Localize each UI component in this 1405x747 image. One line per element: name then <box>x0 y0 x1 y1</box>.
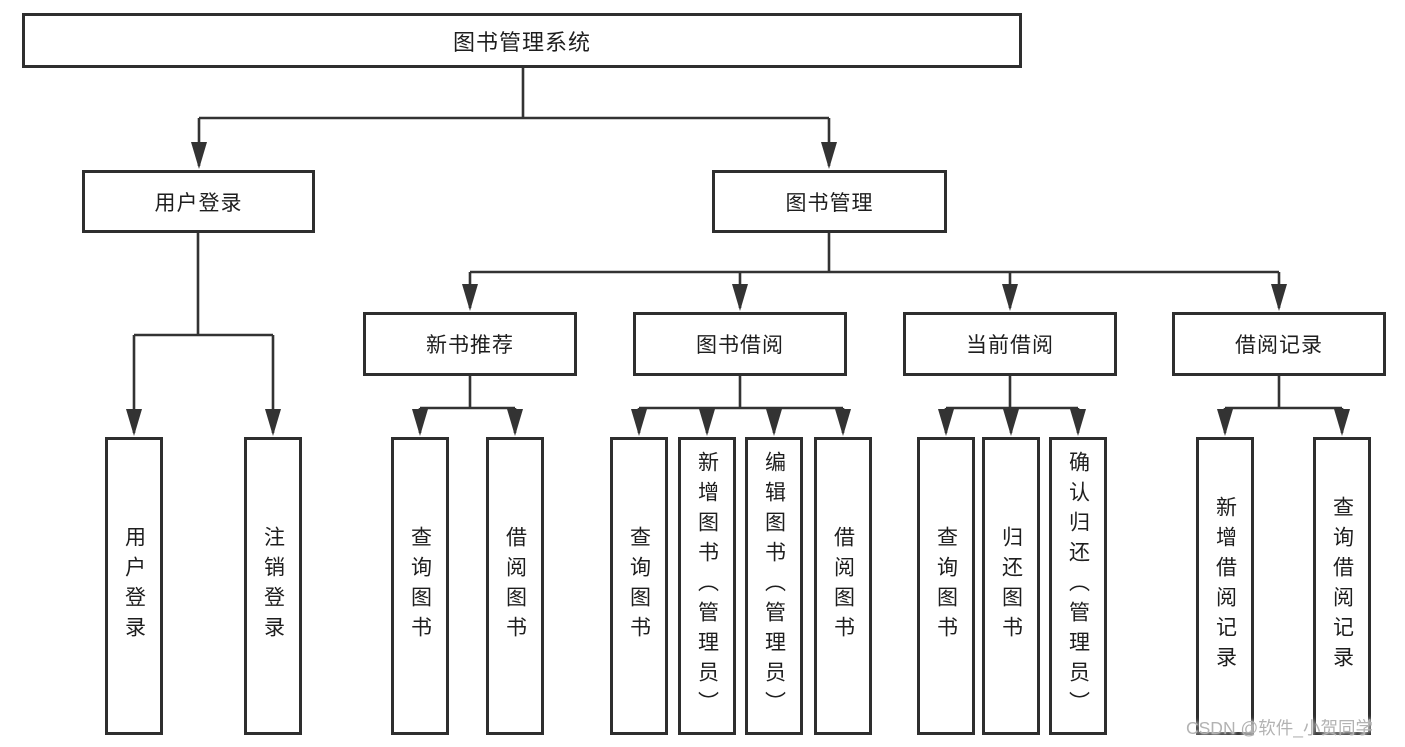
arrowhead <box>265 409 281 436</box>
leaf-logout: 注销登录 <box>244 437 302 735</box>
connector-book-borrowing-branch <box>637 376 845 433</box>
arrowhead <box>699 409 715 436</box>
leaf-query-borrow-record-label: 查询借阅记录 <box>1330 496 1354 676</box>
leaf-user-login: 用户登录 <box>105 437 163 735</box>
leaf-add-books-admin: 新增图书（管理员） <box>678 437 736 735</box>
node-borrowing-records: 借阅记录 <box>1172 312 1386 376</box>
connector-borrowing-records-branch <box>1223 376 1344 433</box>
leaf-return-books: 归还图书 <box>982 437 1040 735</box>
leaf-add-borrow-record-label: 新增借阅记录 <box>1213 496 1237 676</box>
arrowheads <box>126 142 1350 436</box>
leaf-query-books-current: 查询图书 <box>917 437 975 735</box>
arrowhead <box>191 142 207 169</box>
node-book-borrowing: 图书借阅 <box>633 312 847 376</box>
leaf-borrow-books-recommend-label: 借阅图书 <box>503 526 527 646</box>
leaf-user-login-label: 用户登录 <box>122 526 146 646</box>
leaf-query-books-recommend: 查询图书 <box>391 437 449 735</box>
node-user-login: 用户登录 <box>82 170 315 233</box>
arrowhead <box>821 142 837 169</box>
arrowhead <box>1217 409 1233 436</box>
leaf-add-borrow-record: 新增借阅记录 <box>1196 437 1254 735</box>
arrowhead <box>1334 409 1350 436</box>
arrowhead <box>732 284 748 311</box>
leaf-edit-books-admin-label: 编辑图书（管理员） <box>762 451 786 721</box>
node-book-borrowing-label: 图书借阅 <box>696 334 784 357</box>
arrowhead <box>631 409 647 436</box>
leaf-query-books-current-label: 查询图书 <box>934 526 958 646</box>
node-new-book-recommend-label: 新书推荐 <box>426 334 514 357</box>
leaf-confirm-return-admin: 确认归还（管理员） <box>1049 437 1107 735</box>
node-borrowing-records-label: 借阅记录 <box>1235 334 1323 357</box>
node-current-borrowing: 当前借阅 <box>903 312 1117 376</box>
leaf-query-books-borrowing-label: 查询图书 <box>627 526 651 646</box>
watermark: CSDN @软件_小贺同学 <box>1186 718 1373 738</box>
connector-lines <box>132 68 1344 433</box>
leaf-query-books-recommend-label: 查询图书 <box>408 526 432 646</box>
node-new-book-recommend: 新书推荐 <box>363 312 577 376</box>
leaf-return-books-label: 归还图书 <box>999 526 1023 646</box>
connector-book-management-branch <box>468 233 1281 308</box>
leaf-borrow-books-recommend: 借阅图书 <box>486 437 544 735</box>
arrowhead <box>766 409 782 436</box>
arrowhead <box>1002 284 1018 311</box>
leaf-query-books-borrowing: 查询图书 <box>610 437 668 735</box>
node-library-system: 图书管理系统 <box>22 13 1022 68</box>
arrowhead <box>835 409 851 436</box>
connector-new-book-branch <box>418 376 517 433</box>
leaf-edit-books-admin: 编辑图书（管理员） <box>745 437 803 735</box>
arrowhead <box>1070 409 1086 436</box>
connector-root-to-level2 <box>197 68 831 166</box>
node-library-system-label: 图书管理系统 <box>452 29 591 55</box>
leaf-borrow-books-borrowing-label: 借阅图书 <box>831 526 855 646</box>
node-book-management: 图书管理 <box>712 170 947 233</box>
node-book-management-label: 图书管理 <box>785 191 874 215</box>
connector-user-login-branch <box>132 233 275 433</box>
leaf-query-borrow-record: 查询借阅记录 <box>1313 437 1371 735</box>
arrowhead <box>938 409 954 436</box>
arrowhead <box>1003 409 1019 436</box>
node-current-borrowing-label: 当前借阅 <box>966 334 1054 357</box>
node-user-login-label: 用户登录 <box>154 191 243 215</box>
arrowhead <box>1271 284 1287 311</box>
leaf-confirm-return-admin-label: 确认归还（管理员） <box>1066 451 1090 721</box>
arrowhead <box>462 284 478 311</box>
leaf-add-books-admin-label: 新增图书（管理员） <box>695 451 719 721</box>
arrowhead <box>126 409 142 436</box>
leaf-borrow-books-borrowing: 借阅图书 <box>814 437 872 735</box>
leaf-logout-label: 注销登录 <box>261 526 285 646</box>
arrowhead <box>412 409 428 436</box>
arrowhead <box>507 409 523 436</box>
